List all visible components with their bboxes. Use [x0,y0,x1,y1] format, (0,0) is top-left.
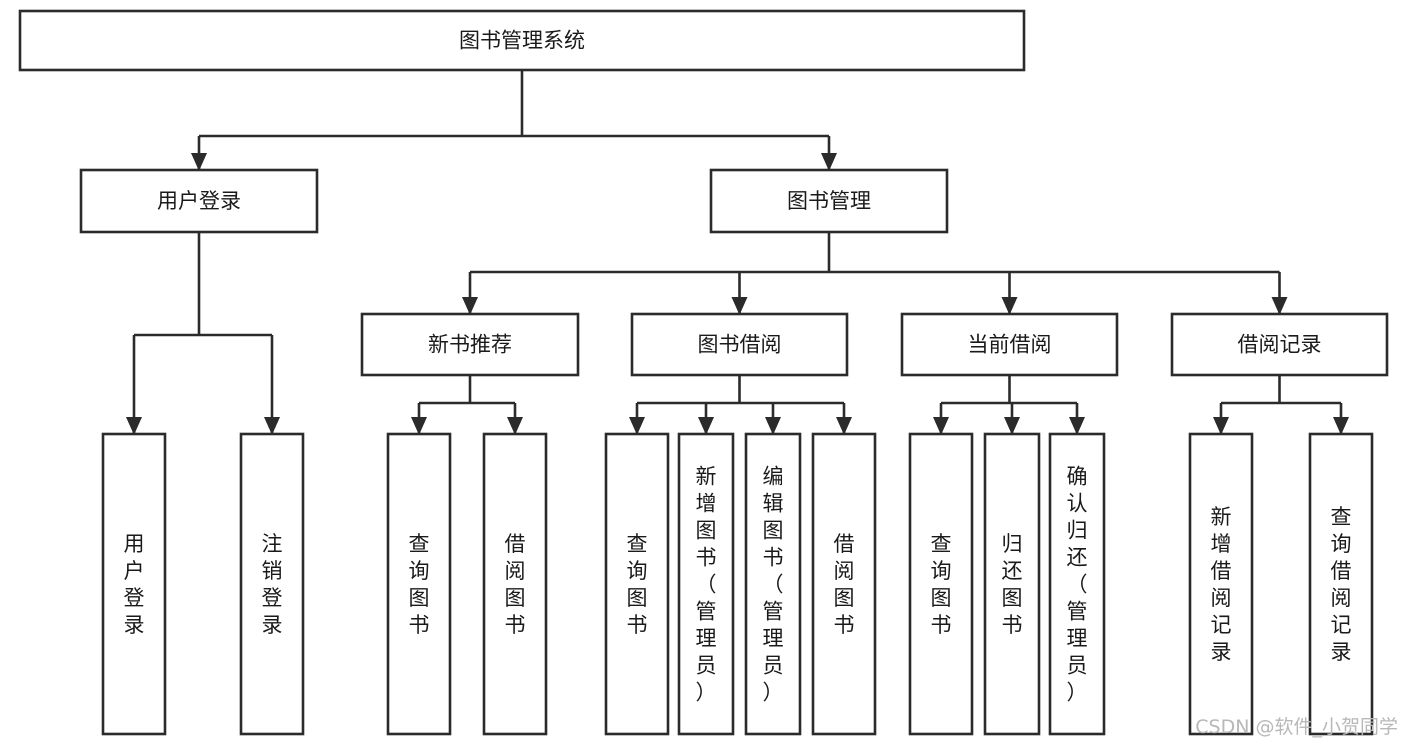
node-leaf5[interactable]: 查询图书 [604,432,670,736]
node-box-borrow [630,312,849,377]
node-records[interactable]: 借阅记录 [1170,312,1389,377]
node-box-login [79,168,319,234]
node-label-leaf10: 归还图书 [1002,532,1023,637]
node-box-leaf9 [908,432,974,736]
node-label-leaf7: 编辑图书（管理员） [763,465,784,705]
edge-group-bookmgmt [462,232,1288,315]
node-box-bookmgmt [709,168,949,234]
node-newbook[interactable]: 新书推荐 [360,312,580,377]
node-label-leaf11: 确认归还（管理员） [1067,465,1088,705]
node-box-current [900,312,1119,377]
node-box-leaf1 [101,432,167,736]
edge-group-root [191,70,837,171]
node-box-leaf2 [239,432,305,736]
node-box-leaf3 [386,432,452,736]
edge-group-newbook [411,375,523,435]
node-leaf12[interactable]: 新增借阅记录 [1188,432,1254,736]
node-bookmgmt[interactable]: 图书管理 [709,168,949,234]
node-box-leaf5 [604,432,670,736]
node-label-leaf12: 新增借阅记录 [1211,505,1232,664]
node-box-leaf11 [1048,432,1106,736]
node-box-leaf13 [1308,432,1374,736]
connector-edges [126,70,1349,435]
node-box-records [1170,312,1389,377]
edge-group-login [126,232,280,435]
node-label-newbook: 新书推荐 [428,333,512,357]
node-leaf3[interactable]: 查询图书 [386,432,452,736]
node-leaf8[interactable]: 借阅图书 [811,432,877,736]
node-label-leaf8: 借阅图书 [834,532,855,637]
node-label-borrow: 图书借阅 [698,333,782,357]
edge-group-borrow [629,375,852,435]
csdn-watermark: CSDN @软件_小贺同学 [1195,716,1398,738]
node-label-leaf4: 借阅图书 [505,532,526,637]
node-label-leaf9: 查询图书 [931,532,952,637]
node-boxes: 图书管理系统用户登录图书管理新书推荐图书借阅当前借阅借阅记录用户登录注销登录查询… [18,9,1389,736]
node-leaf10[interactable]: 归还图书 [983,432,1041,736]
node-box-root [18,9,1026,72]
node-label-leaf3: 查询图书 [409,532,430,637]
node-label-leaf6: 新增图书（管理员） [696,465,717,705]
node-borrow[interactable]: 图书借阅 [630,312,849,377]
node-box-leaf8 [811,432,877,736]
node-login[interactable]: 用户登录 [79,168,319,234]
node-label-leaf1: 用户登录 [124,532,145,637]
node-current[interactable]: 当前借阅 [900,312,1119,377]
node-box-leaf12 [1188,432,1254,736]
node-label-login: 用户登录 [157,189,241,213]
node-label-leaf13: 查询借阅记录 [1331,505,1352,664]
node-leaf7[interactable]: 编辑图书（管理员） [744,432,802,736]
node-leaf4[interactable]: 借阅图书 [482,432,548,736]
node-box-leaf6 [677,432,735,736]
node-leaf6[interactable]: 新增图书（管理员） [677,432,735,736]
node-box-newbook [360,312,580,377]
node-root[interactable]: 图书管理系统 [18,9,1026,72]
node-label-current: 当前借阅 [968,333,1052,357]
node-box-leaf7 [744,432,802,736]
edge-group-current [933,375,1085,435]
edge-group-records [1213,375,1349,435]
node-box-leaf10 [983,432,1041,736]
node-label-bookmgmt: 图书管理 [787,189,871,213]
node-label-records: 借阅记录 [1238,333,1322,357]
node-leaf1[interactable]: 用户登录 [101,432,167,736]
node-label-leaf2: 注销登录 [262,532,283,637]
node-leaf13[interactable]: 查询借阅记录 [1308,432,1374,736]
node-label-root: 图书管理系统 [459,29,585,53]
node-leaf2[interactable]: 注销登录 [239,432,305,736]
node-leaf9[interactable]: 查询图书 [908,432,974,736]
node-leaf11[interactable]: 确认归还（管理员） [1048,432,1106,736]
node-box-leaf4 [482,432,548,736]
node-label-leaf5: 查询图书 [627,532,648,637]
